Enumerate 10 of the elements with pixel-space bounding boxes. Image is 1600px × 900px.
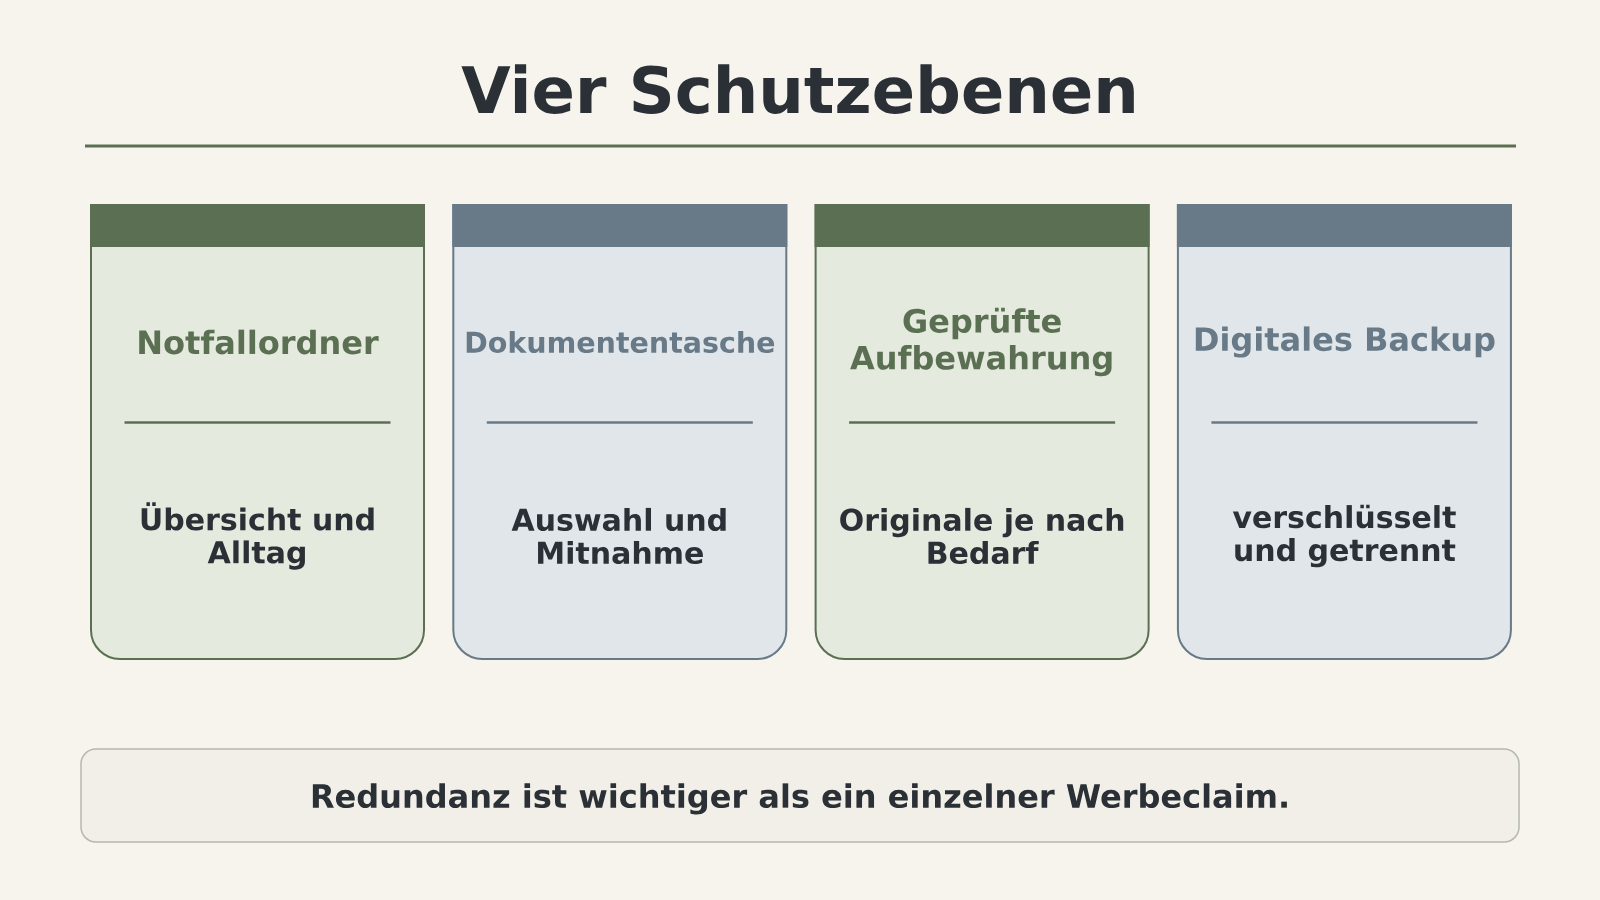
card-text: Übersicht und Alltag (141, 502, 374, 570)
card-text: Auswahl und Mitnahme (511, 507, 726, 565)
card-text: Originale je nach Bedarf (840, 507, 1124, 565)
note-box: Redundanz ist wichtiger als ein einzelner Werbeclaim. (80, 748, 1520, 843)
card-heading: Notfallordner (139, 329, 379, 355)
card-heading: Geprüfte Aufbewahrung (850, 307, 1112, 377)
card-text: verschlüsselt und getrennt (1232, 504, 1456, 568)
title: Vier Schutzebenen (461, 64, 1134, 114)
card-heading: Digitales Backup (1195, 326, 1495, 358)
card-heading: Dokumententasche (466, 331, 775, 354)
